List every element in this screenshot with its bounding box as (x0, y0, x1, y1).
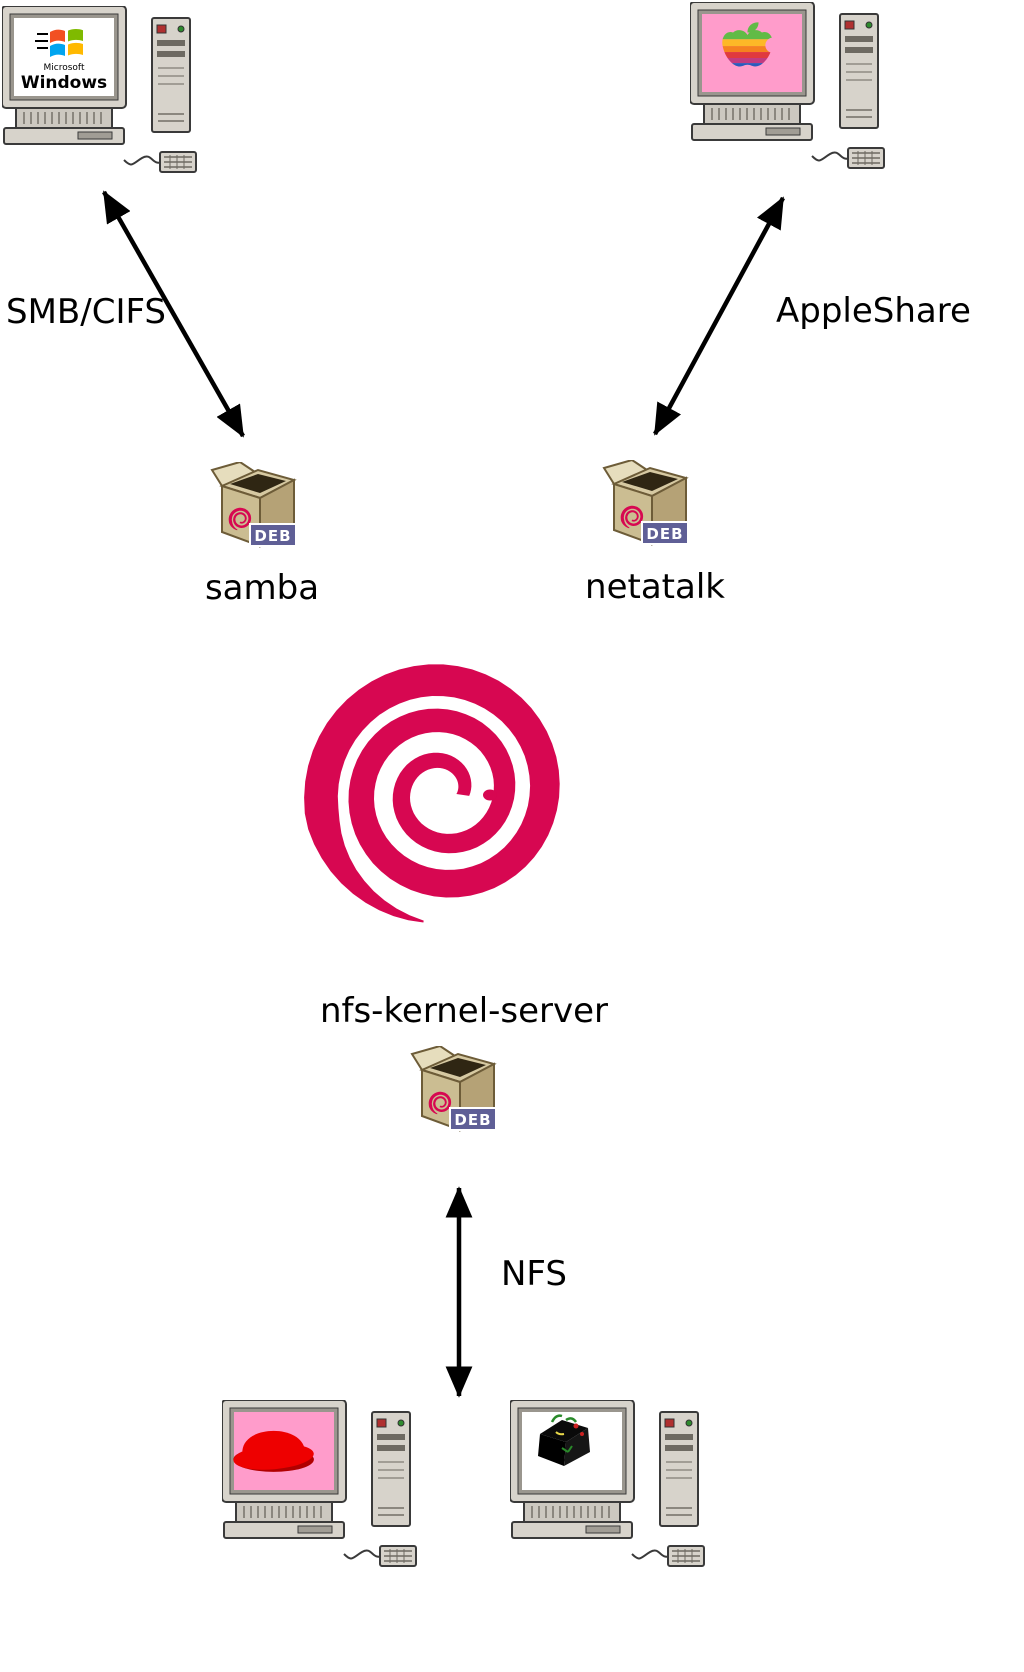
netatalk-package-label: netatalk (585, 567, 725, 607)
mac-client-computer (690, 2, 885, 169)
debian-logo (304, 664, 560, 923)
windows-logo: Microsoft Windows (21, 29, 107, 93)
windows-brand-small: Microsoft (44, 63, 85, 73)
unix-client-logo (538, 1414, 590, 1466)
keyboard-icon (123, 151, 197, 173)
nfs-protocol-label: NFS (501, 1254, 567, 1294)
computer-tower (151, 17, 191, 133)
windows-brand: Windows (21, 73, 107, 93)
windows-client-computer: Microsoft Windows (2, 6, 197, 173)
debian-swirl-dot (483, 789, 497, 801)
computer-tower (371, 1411, 411, 1527)
appleshare-arrow (653, 196, 785, 436)
keyboard-icon (811, 147, 885, 169)
keyboard-icon (631, 1545, 705, 1567)
samba-package-icon (208, 462, 308, 554)
nfs-kernel-server-label: nfs-kernel-server (319, 991, 609, 1031)
appleshare-protocol-label: AppleShare (776, 291, 971, 331)
apple-bite (765, 37, 781, 53)
redhat-client-computer (222, 1400, 417, 1567)
samba-package-label: samba (204, 568, 320, 608)
keyboard-icon (343, 1545, 417, 1567)
netatalk-package-icon (600, 460, 700, 552)
computer-tower (659, 1411, 699, 1527)
smb-protocol-label: SMB/CIFS (6, 292, 167, 332)
computer-tower (839, 13, 879, 129)
nfs-package-icon (408, 1046, 508, 1138)
redhat-logo (233, 1430, 314, 1472)
debian-swirl (304, 664, 560, 923)
unix-client-computer (510, 1400, 705, 1567)
